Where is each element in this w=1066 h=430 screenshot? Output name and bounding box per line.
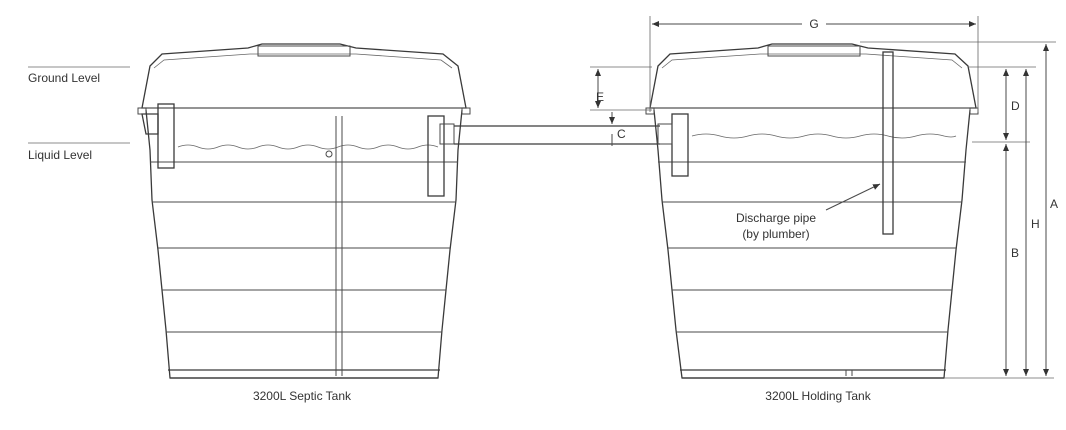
dimension-c-label: C xyxy=(617,127,626,141)
dimension-c: C xyxy=(609,112,626,146)
septic-tank xyxy=(137,43,471,379)
liquid-level-marker: Liquid Level xyxy=(28,142,130,162)
ground-level-marker: Ground Level xyxy=(28,66,130,85)
dimension-e: E xyxy=(590,66,652,111)
ground-level-label: Ground Level xyxy=(28,71,100,85)
dimension-g-label: G xyxy=(809,17,818,31)
discharge-label-line2: (by plumber) xyxy=(742,227,809,241)
discharge-pipe-callout: Discharge pipe (by plumber) xyxy=(736,183,881,241)
liquid-level-label: Liquid Level xyxy=(28,148,92,162)
discharge-label-line1: Discharge pipe xyxy=(736,211,816,225)
dimension-a: A xyxy=(860,41,1058,376)
dimension-a-label: A xyxy=(1050,197,1058,211)
dimension-b: B xyxy=(944,144,1054,379)
dimension-h-label: H xyxy=(1031,217,1040,231)
dimension-b-label: B xyxy=(1011,246,1019,260)
dimension-g: G xyxy=(649,16,979,112)
holding-tank-caption: 3200L Holding Tank xyxy=(765,389,871,403)
dimension-h: H xyxy=(1023,69,1040,376)
dimension-d-label: D xyxy=(1011,99,1020,113)
septic-tank-caption: 3200L Septic Tank xyxy=(253,389,352,403)
connecting-pipe xyxy=(454,125,660,145)
holding-tank xyxy=(645,43,979,379)
dimension-d: D xyxy=(968,66,1036,143)
dimension-e-label: E xyxy=(596,90,604,104)
